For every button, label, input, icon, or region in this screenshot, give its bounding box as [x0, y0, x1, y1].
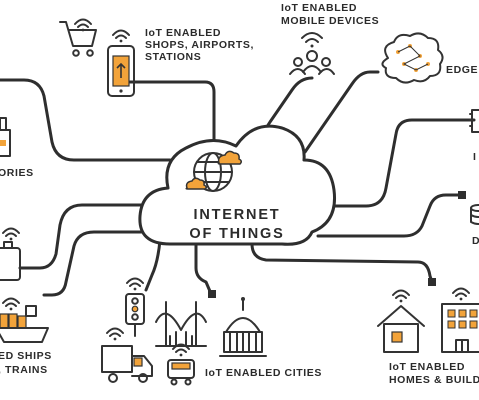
mobile-group: IoT ENABLED MOBILE DEVICES: [281, 2, 379, 75]
shopping-cart-icon: [59, 21, 97, 57]
house-icon: [377, 305, 425, 353]
homes-label-line1: IoT ENABLED: [389, 361, 465, 373]
homes-group: IoT ENABLED HOMES & BUILD: [377, 287, 479, 386]
luggage-group: [0, 227, 21, 281]
traffic-light-icon: [125, 293, 145, 337]
shops-label-line1: IoT ENABLED: [145, 27, 221, 39]
people-icon: [289, 50, 335, 75]
wifi-icon: [126, 277, 144, 291]
database-icon: [470, 204, 479, 225]
edge-group: EDGE: [381, 32, 478, 84]
shops-label-line2: SHOPS, AIRPORTS,: [145, 39, 254, 51]
homes-label-line2: HOMES & BUILD: [389, 374, 479, 386]
wifi-icon: [392, 289, 410, 303]
ships-label-line2: , TRAINS: [0, 364, 48, 376]
bridge-icon: [155, 301, 207, 347]
small-cloud-icon: [185, 177, 208, 190]
suitcase-icon: [0, 241, 21, 281]
right-edge-group: I D: [469, 109, 479, 247]
right-label-mid: D: [472, 235, 479, 247]
wire-to-right-mid: [316, 193, 464, 238]
center-title-line1: INTERNET: [194, 207, 281, 223]
mobile-label-line2: MOBILE DEVICES: [281, 15, 379, 27]
wire-to-cities: [194, 243, 214, 298]
shops-group: IoT ENABLED SHOPS, AIRPORTS, STATIONS: [59, 18, 254, 97]
small-cloud-icon: [217, 150, 243, 165]
wire-to-shops: [128, 80, 216, 152]
center-title-line2: OF THINGS: [189, 226, 284, 242]
wifi-icon: [112, 29, 130, 43]
endpoint-right-mid: [458, 191, 466, 199]
central-cloud: INTERNET OF THINGS: [138, 124, 337, 246]
ships-label-line1: ED SHIPS: [0, 350, 52, 362]
wire-to-edge: [303, 70, 380, 154]
truck-icon: [101, 345, 153, 383]
endpoint-homes: [428, 278, 436, 286]
capitol-building-icon: [219, 297, 267, 357]
wifi-icon: [301, 32, 323, 48]
wire-to-homes: [250, 242, 434, 284]
wifi-icon: [2, 227, 20, 241]
chip-icon: [469, 109, 479, 133]
office-building-icon: [441, 303, 479, 353]
endpoint-cities: [208, 290, 216, 298]
factory-group: ORIES: [0, 117, 34, 179]
wire-to-cities-left: [144, 238, 162, 292]
factories-label: ORIES: [0, 167, 34, 179]
wifi-icon: [452, 287, 470, 301]
cities-group: IoT ENABLED CITIES: [101, 277, 322, 386]
wifi-icon: [172, 343, 190, 357]
wifi-icon: [106, 327, 124, 341]
right-label-top: I: [473, 151, 477, 163]
wifi-icon: [74, 18, 92, 32]
edge-label: EDGE: [446, 64, 478, 76]
wire-to-right-top: [328, 118, 476, 208]
ships-group: ED SHIPS , TRAINS: [0, 297, 52, 376]
wifi-icon: [2, 297, 20, 311]
smartphone-icon: [107, 45, 135, 97]
ship-icon: [0, 305, 49, 343]
wire-to-factory: [0, 78, 172, 162]
brain-icon: [381, 32, 444, 84]
mobile-label-line1: IoT ENABLED: [281, 2, 357, 14]
wire-to-luggage: [18, 203, 152, 270]
cities-label: IoT ENABLED CITIES: [205, 367, 322, 379]
wire-endpoints: [208, 191, 466, 298]
car-icon: [167, 359, 195, 386]
shops-label-line3: STATIONS: [145, 51, 201, 63]
factory-icon: [0, 117, 11, 157]
wire-to-ships: [42, 230, 158, 297]
